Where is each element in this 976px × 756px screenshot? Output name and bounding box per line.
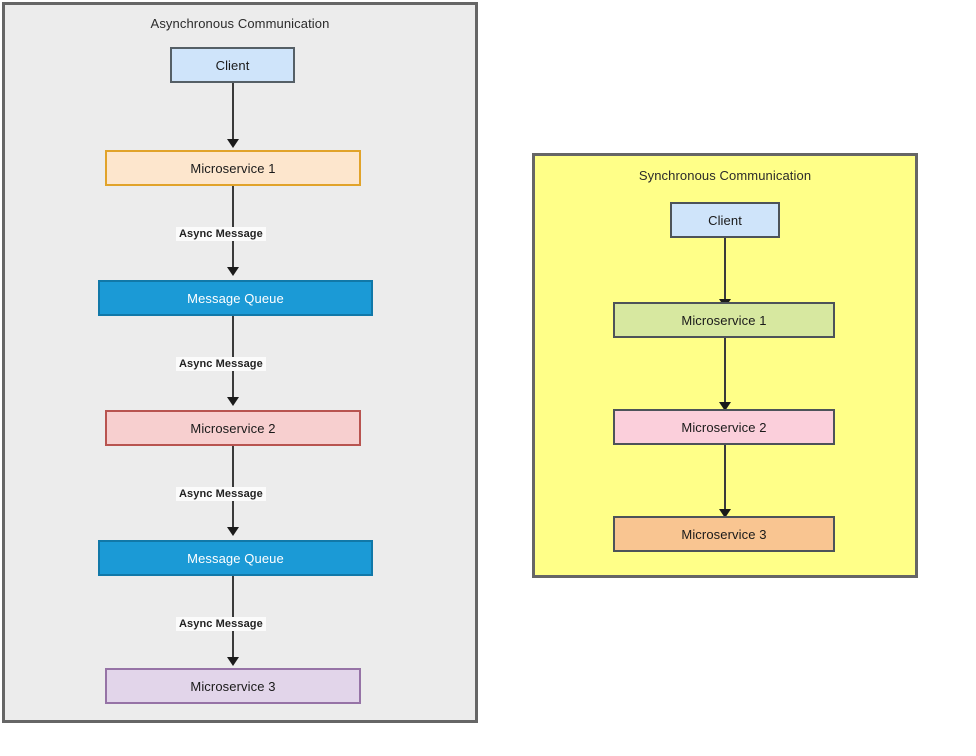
- sync-arrowhead-ms3: [719, 509, 731, 518]
- sync-node-microservice-3[interactable]: Microservice 3: [613, 516, 835, 552]
- async-node-message-queue-2-label: Message Queue: [187, 550, 284, 566]
- async-connector-queue2-to-ms3: [232, 576, 234, 657]
- sync-panel-title: Synchronous Communication: [638, 168, 812, 183]
- async-edge-label-queue1-ms2: Async Message: [176, 357, 266, 371]
- async-arrowhead-queue2: [227, 527, 239, 536]
- sync-node-client-label: Client: [708, 212, 742, 228]
- async-edge-label-ms1-queue1: Async Message: [176, 227, 266, 241]
- async-node-message-queue-1-label: Message Queue: [187, 290, 284, 306]
- async-node-message-queue-2[interactable]: Message Queue: [98, 540, 373, 576]
- async-edge-label-ms2-queue2: Async Message: [176, 487, 266, 501]
- sync-node-microservice-1[interactable]: Microservice 1: [613, 302, 835, 338]
- sync-node-microservice-3-label: Microservice 3: [681, 526, 767, 542]
- sync-arrowhead-ms2: [719, 402, 731, 411]
- async-arrowhead-queue1: [227, 267, 239, 276]
- sync-node-microservice-2[interactable]: Microservice 2: [613, 409, 835, 445]
- async-node-microservice-2[interactable]: Microservice 2: [105, 410, 361, 446]
- async-connector-ms2-to-queue2: [232, 446, 234, 527]
- async-node-microservice-1[interactable]: Microservice 1: [105, 150, 361, 186]
- async-panel-title: Asynchronous Communication: [150, 16, 330, 31]
- async-node-client[interactable]: Client: [170, 47, 295, 83]
- async-arrowhead-ms1: [227, 139, 239, 148]
- sync-node-microservice-2-label: Microservice 2: [681, 419, 767, 435]
- async-node-message-queue-1[interactable]: Message Queue: [98, 280, 373, 316]
- async-connector-client-to-ms1: [232, 83, 234, 139]
- async-edge-label-queue2-ms3: Async Message: [176, 617, 266, 631]
- sync-connector-client-to-ms1: [724, 238, 726, 299]
- async-arrowhead-ms3: [227, 657, 239, 666]
- async-node-microservice-2-label: Microservice 2: [190, 420, 276, 436]
- sync-node-client[interactable]: Client: [670, 202, 780, 238]
- async-node-client-label: Client: [215, 57, 250, 73]
- async-connector-queue1-to-ms2: [232, 316, 234, 397]
- async-node-microservice-3[interactable]: Microservice 3: [105, 668, 361, 704]
- async-node-microservice-3-label: Microservice 3: [190, 678, 276, 694]
- sync-connector-ms2-to-ms3: [724, 445, 726, 509]
- async-connector-ms1-to-queue1: [232, 186, 234, 267]
- async-node-microservice-1-label: Microservice 1: [190, 160, 276, 176]
- async-arrowhead-ms2: [227, 397, 239, 406]
- sync-node-microservice-1-label: Microservice 1: [681, 312, 767, 328]
- sync-connector-ms1-to-ms2: [724, 338, 726, 402]
